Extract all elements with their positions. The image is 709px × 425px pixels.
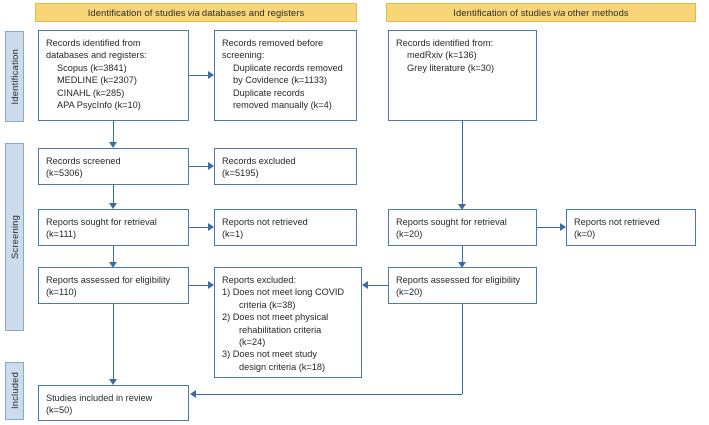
banner-other-methods: Identification of studies via other meth… — [386, 3, 696, 22]
box-reports-not-retrieved-right: Reports not retrieved (k=0) — [566, 209, 696, 246]
connector-other-to-reports-sought — [462, 121, 463, 205]
banner-databases-registers: Identification of studies via databases … — [35, 3, 357, 22]
line: (k=20) — [396, 229, 423, 240]
box-reports-assessed-left: Reports assessed for eligibility (k=110) — [38, 267, 189, 304]
connector-identified-to-removed — [189, 75, 208, 76]
line: Reports sought for retrieval — [46, 217, 157, 227]
banner-left-italic: via — [187, 7, 200, 18]
phase-label-identification: Identification — [9, 48, 20, 105]
line: 2) Does not meet physical — [222, 312, 329, 323]
arrowhead-down — [109, 379, 117, 385]
phase-label-included: Included — [9, 372, 20, 410]
line: (k=1) — [222, 229, 244, 240]
banner-right-pre: Identification of studies — [453, 7, 552, 18]
arrowhead-down — [109, 142, 117, 148]
connector-assessed-left-to-excluded — [189, 285, 208, 286]
box-records-screened: Records screened (k=5306) — [38, 148, 189, 185]
arrowhead-down — [109, 203, 117, 209]
arrowhead-down — [458, 262, 466, 268]
line: Duplicate records — [233, 87, 305, 98]
box-records-identified-databases: Records identified from databases and re… — [38, 30, 189, 121]
line: screening: — [222, 50, 265, 61]
line: (k=24) — [239, 337, 266, 348]
line: (k=110) — [46, 287, 77, 298]
line: (k=111) — [46, 229, 77, 240]
line: Reports not retrieved — [574, 217, 660, 227]
connector-assessed-right-to-excluded — [368, 285, 388, 286]
box-reports-not-retrieved-left: Reports not retrieved (k=1) — [214, 209, 357, 246]
line: by Covidence (k=1133) — [233, 75, 328, 86]
line: Studies included in review — [46, 393, 153, 403]
arrowhead-right — [208, 71, 214, 79]
line: Records removed before — [222, 38, 324, 48]
line: Records identified from: — [396, 38, 494, 48]
line: MEDLINE (k=2307) — [57, 75, 137, 86]
line: (k=5195) — [222, 168, 259, 179]
connector-assessed-right-to-included — [196, 394, 462, 395]
connector-sought-to-not-retrieved-left — [189, 227, 208, 228]
box-records-identified-other-methods: Records identified from: medRxiv (k=136)… — [388, 30, 537, 121]
line: APA PsycInfo (k=10) — [57, 100, 141, 111]
line: databases and registers: — [46, 50, 147, 61]
arrowhead-down — [458, 204, 466, 210]
connector-sought-to-not-retrieved-right — [537, 227, 560, 228]
arrowhead-down — [109, 262, 117, 268]
line: Reports sought for retrieval — [396, 217, 507, 227]
arrowhead-right — [560, 223, 566, 231]
arrowhead-left — [190, 390, 196, 398]
banner-right-post: other methods — [567, 7, 629, 18]
line: Reports excluded: — [222, 275, 297, 285]
line: (k=50) — [46, 405, 73, 416]
arrowhead-right — [208, 223, 214, 231]
line: Scopus (k=3841) — [57, 62, 127, 73]
line: 1) Does not meet long COVID — [222, 287, 345, 298]
box-studies-included: Studies included in review (k=50) — [38, 385, 189, 421]
connector-assessed-right-down — [462, 304, 463, 394]
connector-identified-to-screened — [113, 121, 114, 143]
banner-left-post: databases and registers — [201, 7, 305, 18]
banner-right-italic: via — [553, 7, 566, 18]
arrowhead-right — [208, 162, 214, 170]
phase-tab-included: Included — [5, 362, 24, 420]
connector-assessed-left-to-included — [113, 304, 114, 380]
line: CINAHL (k=285) — [57, 87, 125, 98]
arrowhead-left — [362, 281, 368, 289]
line: design criteria (k=18) — [239, 361, 326, 372]
phase-tab-identification: Identification — [5, 31, 24, 122]
arrowhead-right — [208, 281, 214, 289]
connector-screened-to-excluded — [189, 166, 208, 167]
line: Records excluded — [222, 156, 296, 166]
box-reports-excluded: Reports excluded: 1) Does not meet long … — [214, 267, 362, 378]
line: (k=20) — [396, 287, 423, 298]
box-reports-assessed-right: Reports assessed for eligibility (k=20) — [388, 267, 537, 304]
box-records-excluded: Records excluded (k=5195) — [214, 148, 357, 185]
line: medRxiv (k=136) — [407, 50, 477, 61]
connector-sought-to-assessed-right — [462, 246, 463, 263]
line: (k=5306) — [46, 168, 83, 179]
line: removed manually (k=4) — [233, 100, 332, 111]
line: Records identified from — [46, 38, 141, 48]
line: Reports assessed for eligibility — [46, 275, 171, 285]
banner-left-pre: Identification of studies — [87, 7, 186, 18]
line: Reports not retrieved — [222, 217, 308, 227]
line: (k=0) — [574, 229, 596, 240]
box-reports-sought-right: Reports sought for retrieval (k=20) — [388, 209, 537, 246]
connector-screened-to-sought — [113, 185, 114, 204]
line: Duplicate records removed — [233, 62, 343, 73]
line: Records screened — [46, 156, 121, 166]
line: Reports assessed for eligibility — [396, 275, 521, 285]
box-reports-sought-left: Reports sought for retrieval (k=111) — [38, 209, 189, 246]
line: Grey literature (k=30) — [407, 62, 495, 73]
line: rehabilitation criteria — [239, 324, 322, 335]
connector-sought-to-assessed-left — [113, 246, 114, 263]
line: criteria (k=38) — [239, 299, 296, 310]
box-records-removed-before-screening: Records removed before screening: Duplic… — [214, 30, 357, 121]
line: 3) Does not meet study — [222, 349, 317, 360]
phase-label-screening: Screening — [9, 214, 20, 259]
phase-tab-screening: Screening — [5, 143, 24, 331]
